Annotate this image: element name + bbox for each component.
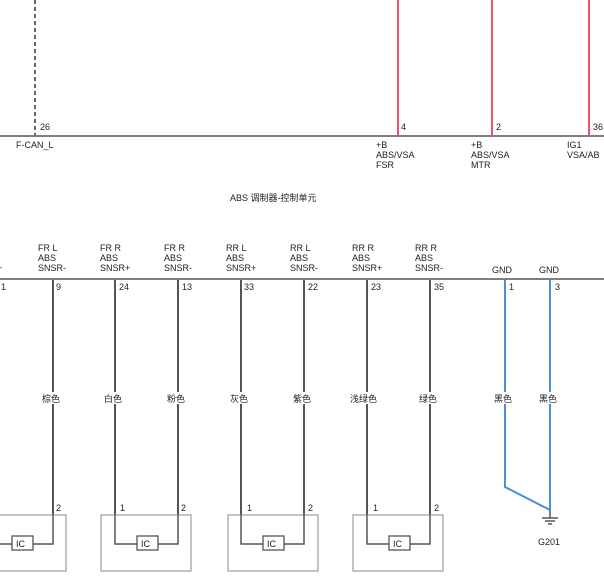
sensor-2-pin1: 1 xyxy=(247,503,252,513)
gnd-pin-0-label: GND xyxy=(492,265,513,275)
wire-color-rr-l-minus: 紫色 xyxy=(293,393,311,404)
can-label: F-CAN_L xyxy=(16,140,54,150)
mtr-label-line1: +B xyxy=(471,140,482,150)
sensor-3-ic-label: IC xyxy=(393,539,403,549)
sensor-pin-6-label1: RR R xyxy=(352,243,374,253)
fsr-label-line3: FSR xyxy=(376,160,395,170)
ground-label: G201 xyxy=(538,537,560,547)
sensor-pin-4-label1: RR L xyxy=(226,243,247,253)
sensor-2-ic-label: IC xyxy=(267,539,277,549)
ic-chip-icon xyxy=(262,535,285,551)
sensor-2-pin2: 2 xyxy=(308,503,313,513)
module-title: ABS 调制器-控制单元 xyxy=(230,192,317,203)
sensor-fr-r: 1 2 IC xyxy=(100,503,192,572)
sensor-1-pin2: 2 xyxy=(181,503,186,513)
sensor-pin-2-number: 24 xyxy=(119,282,129,292)
sensor-pin-6-label2: ABS xyxy=(352,253,370,263)
can-pin-number: 26 xyxy=(40,122,50,132)
wire-color-labels: 棕色 白色 粉色 灰色 紫色 浅绿色 绿色 xyxy=(40,392,443,404)
ig1-label-line2: VSA/AB xyxy=(567,150,600,160)
sensor-pin-5-number: 22 xyxy=(308,282,318,292)
sensor-3-pin1: 1 xyxy=(373,503,378,513)
sensor-pin-3-label2: ABS xyxy=(164,253,182,263)
mtr-label-line3: MTR xyxy=(471,160,491,170)
gnd-pin-0-number: 1 xyxy=(509,282,514,292)
sensor-pin-0-label3: + xyxy=(0,263,2,273)
sensor-3-pin2: 2 xyxy=(434,503,439,513)
fsr-pin-number: 4 xyxy=(401,122,406,132)
sensor-pin-7-label3: SNSR- xyxy=(415,263,443,273)
ground-wire-1 xyxy=(504,280,551,511)
sensor-pin-1-label1: FR L xyxy=(38,243,58,253)
sensor-1-ic-label: IC xyxy=(141,539,151,549)
mtr-pin-number: 2 xyxy=(496,122,501,132)
sensor-pin-labels: + FR L ABS SNSR- FR R ABS SNSR+ FR R ABS… xyxy=(0,243,560,275)
wire-color-gnd-3: 黑色 xyxy=(539,393,557,404)
sensor-pin-4-label3: SNSR+ xyxy=(226,263,256,273)
gnd-pin-1-label: GND xyxy=(539,265,560,275)
sensor-pin-5-label2: ABS xyxy=(290,253,308,263)
sensor-pin-0-number: 1 xyxy=(1,282,6,292)
sensor-rr-r: 1 2 IC xyxy=(352,503,444,572)
sensor-0-pin2: 2 xyxy=(56,503,61,513)
wire-color-fr-l-minus: 棕色 xyxy=(42,393,60,404)
fsr-label-line2: ABS/VSA xyxy=(376,150,415,160)
ig1-label-line1: IG1 xyxy=(567,140,582,150)
wire-color-rr-r-plus: 浅绿色 xyxy=(350,393,377,404)
sensor-rr-l: 1 2 IC xyxy=(227,503,319,572)
sensor-pin-6-number: 23 xyxy=(371,282,381,292)
wire-color-rr-l-plus: 灰色 xyxy=(230,393,248,404)
sensor-pin-6-label3: SNSR+ xyxy=(352,263,382,273)
sensor-pin-4-label2: ABS xyxy=(226,253,244,263)
mtr-label-line2: ABS/VSA xyxy=(471,150,510,160)
sensor-pin-5-label3: SNSR- xyxy=(290,263,318,273)
sensor-pin-4-number: 33 xyxy=(244,282,254,292)
wheel-speed-sensors: 2 IC 1 2 IC 1 2 IC 1 xyxy=(0,503,444,572)
ic-chip-icon xyxy=(136,535,159,551)
sensor-fr-l: 2 IC xyxy=(0,503,67,572)
ic-chip-icon xyxy=(11,535,34,551)
fsr-label-line1: +B xyxy=(376,140,387,150)
sensor-pin-7-label2: ABS xyxy=(415,253,433,263)
wire-color-gnd-1: 黑色 xyxy=(494,393,512,404)
ig1-pin-number: 36 xyxy=(593,122,603,132)
wire-color-fr-r-plus: 白色 xyxy=(104,393,122,404)
wire-color-fr-r-minus: 粉色 xyxy=(167,393,185,404)
ground-symbol-icon xyxy=(542,510,558,525)
sensor-1-pin1: 1 xyxy=(120,503,125,513)
sensor-pin-numbers: 1 9 24 13 33 22 23 35 1 3 xyxy=(1,282,560,292)
sensor-pin-1-number: 9 xyxy=(56,282,61,292)
ic-chip-icon xyxy=(388,535,411,551)
gnd-pin-1-number: 3 xyxy=(555,282,560,292)
sensor-pin-2-label3: SNSR+ xyxy=(100,263,130,273)
sensor-pin-1-label2: ABS xyxy=(38,253,56,263)
sensor-0-ic-label: IC xyxy=(16,539,26,549)
sensor-pin-1-label3: SNSR- xyxy=(38,263,66,273)
sensor-pin-2-label2: ABS xyxy=(100,253,118,263)
sensor-pin-7-number: 35 xyxy=(434,282,444,292)
sensor-pin-2-label1: FR R xyxy=(100,243,121,253)
sensor-pin-3-number: 13 xyxy=(182,282,192,292)
wire-color-rr-r-minus: 绿色 xyxy=(419,393,437,404)
sensor-pin-3-label1: FR R xyxy=(164,243,185,253)
sensor-pin-7-label1: RR R xyxy=(415,243,437,253)
sensor-pin-5-label1: RR L xyxy=(290,243,311,253)
sensor-pin-3-label3: SNSR- xyxy=(164,263,192,273)
